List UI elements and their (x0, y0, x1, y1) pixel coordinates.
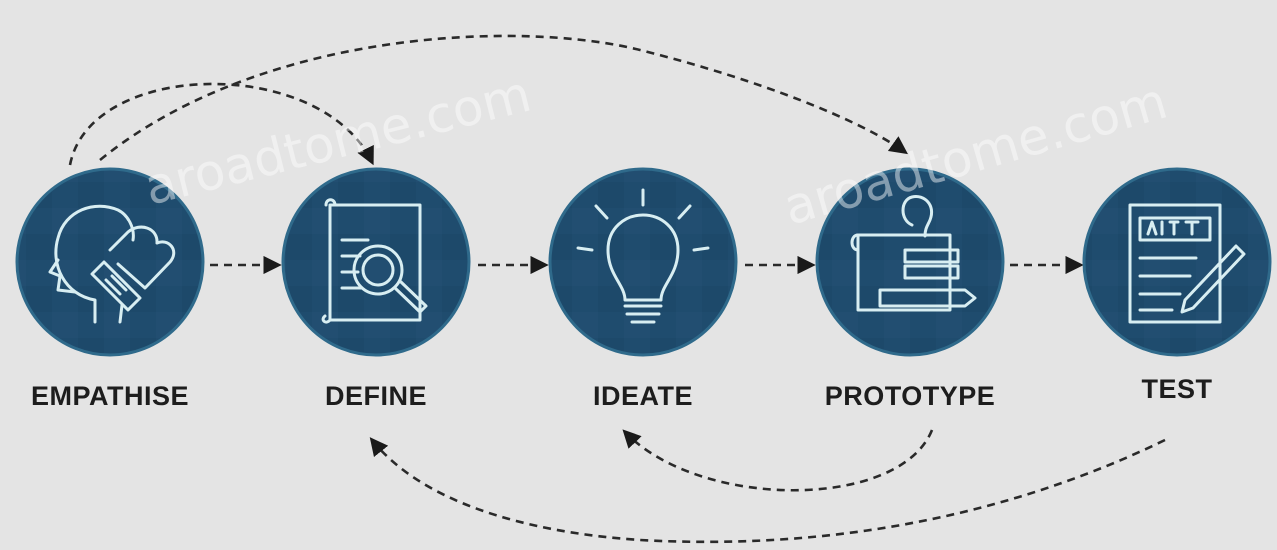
stage-circle (548, 167, 738, 357)
stage-circle (1082, 167, 1272, 357)
stage-prototype (815, 167, 1005, 357)
label-test: TEST (1141, 374, 1212, 404)
lightbulb-icon (576, 188, 710, 324)
stage-circle (281, 167, 471, 357)
stage-circle (15, 167, 205, 357)
label-ideate: IDEATE (593, 381, 693, 411)
arrow-prototype-to-ideate (622, 429, 934, 492)
stage-define (281, 167, 471, 357)
head-heart-icon (48, 204, 176, 324)
arrow-test-to-define (369, 437, 1166, 544)
label-prototype: PROTOTYPE (825, 381, 996, 411)
stage-empathise (15, 167, 205, 357)
stage-test (1082, 167, 1272, 357)
label-empathise: EMPATHISE (31, 381, 189, 411)
arrow-empathise-to-define-top (68, 82, 374, 166)
stage-ideate (548, 167, 738, 357)
label-define: DEFINE (325, 381, 427, 411)
test-sheet-pencil-icon (1128, 203, 1246, 324)
document-magnifier-icon (321, 198, 428, 324)
blueprint-lightbulb-icon (850, 195, 977, 312)
